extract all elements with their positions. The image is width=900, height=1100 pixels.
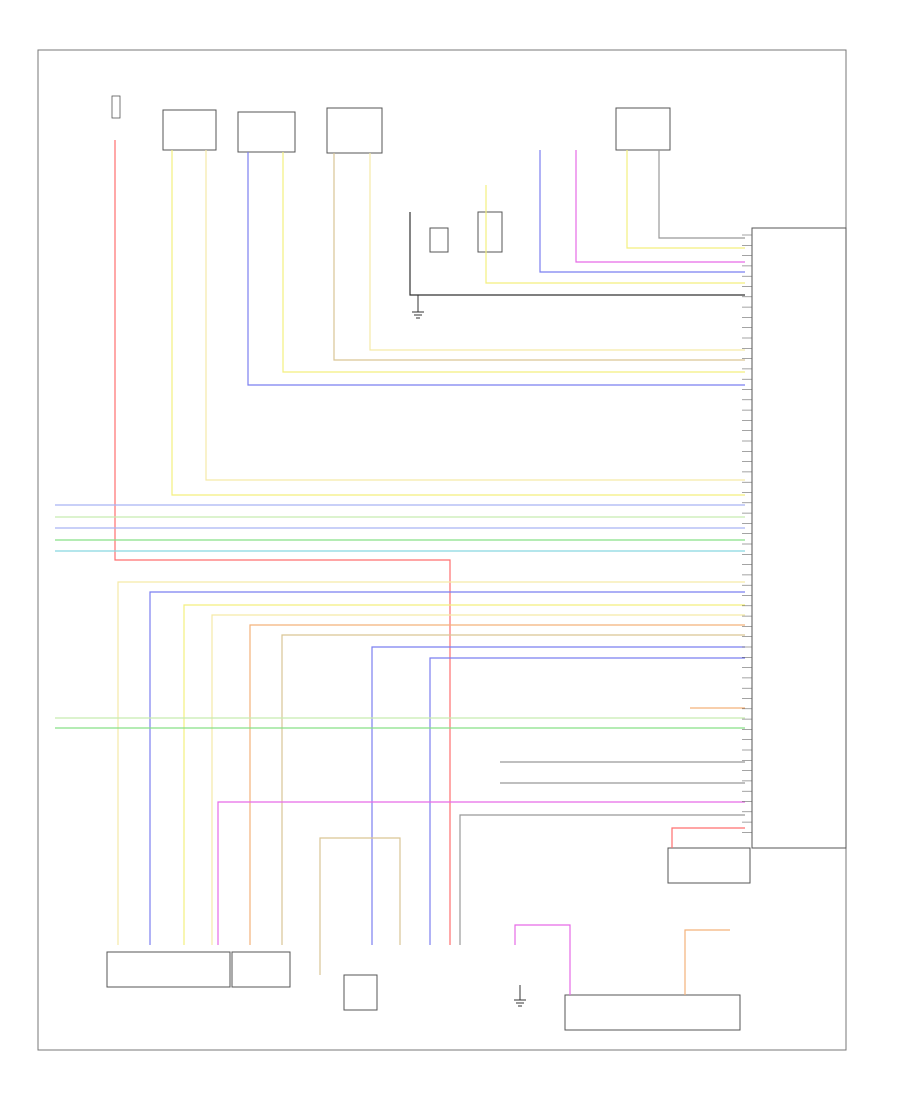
airbag-indicator-light-box xyxy=(343,974,378,1011)
driver-side-impact-sensor-box xyxy=(106,951,231,988)
seat-belt-switch-box xyxy=(429,227,449,253)
wire-blue-sensor-7 xyxy=(371,646,745,945)
wire-magenta-front-pass-2 xyxy=(575,150,745,263)
airbag-control-module-box xyxy=(751,227,847,849)
fuse-icon xyxy=(111,95,121,119)
wire-tan-curtain-1 xyxy=(333,153,745,361)
wire-magenta-occupant xyxy=(514,924,571,995)
wire-yellow-curtain-pass-1 xyxy=(626,150,745,249)
wire-black-switch-1 xyxy=(409,212,745,296)
module-pins xyxy=(742,234,752,833)
wire-yellow-passenger-pretensioner xyxy=(282,152,745,373)
wire-yellow-curtain-2 xyxy=(369,153,745,351)
top-components xyxy=(162,107,847,849)
ground-symbol-g2 xyxy=(514,985,526,1007)
wire-orange-sensor-5 xyxy=(249,624,745,945)
wire-blue-sensor-2 xyxy=(149,591,745,945)
wire-gray-curtain-pass-2 xyxy=(658,150,745,239)
gateway-ref-box xyxy=(667,847,751,884)
wire-tan-sensor-6 xyxy=(281,634,745,945)
wire-magenta-indicator xyxy=(217,801,745,945)
wire-blue-sensor-8 xyxy=(429,657,745,945)
ground-symbol-g1 xyxy=(412,295,424,319)
wire-gray-occupant xyxy=(459,814,745,945)
passenger-side-impact-sensor-box xyxy=(231,951,291,988)
passenger-seat-belt-pretensioner-box xyxy=(237,111,296,153)
wire-red-gateway xyxy=(671,827,745,848)
driver-side-curtain-airbag-box xyxy=(326,107,383,154)
wire-blue-passenger-pretensioner xyxy=(247,152,745,386)
driver-seat-belt-pretensioner-box xyxy=(162,109,217,151)
occupant-classification-box xyxy=(564,994,741,1031)
wire-yellow-driver-pretensioner-2 xyxy=(205,150,745,481)
wires xyxy=(55,140,745,995)
wire-violet-front-pass-1 xyxy=(539,150,745,273)
wire-tan-sensor-1 xyxy=(117,581,745,945)
wire-yellow-sensor-4 xyxy=(211,614,745,945)
bottom-components xyxy=(106,847,751,1031)
wire-yellow-switch-2 xyxy=(485,185,745,284)
front-passenger-airbag-box xyxy=(477,211,503,253)
wire-orange-seat-pos xyxy=(684,929,730,995)
diagram-frame xyxy=(37,49,847,1051)
wire-yellow-driver-pretensioner-1 xyxy=(171,150,745,496)
grounds xyxy=(412,295,526,1007)
wire-yellow-sensor-3 xyxy=(183,604,745,945)
passenger-side-curtain-airbag-box xyxy=(615,107,671,151)
wire-tan-indicator xyxy=(319,837,401,975)
fuse-holder-symbol xyxy=(111,95,121,119)
wire-red-power xyxy=(114,140,451,945)
